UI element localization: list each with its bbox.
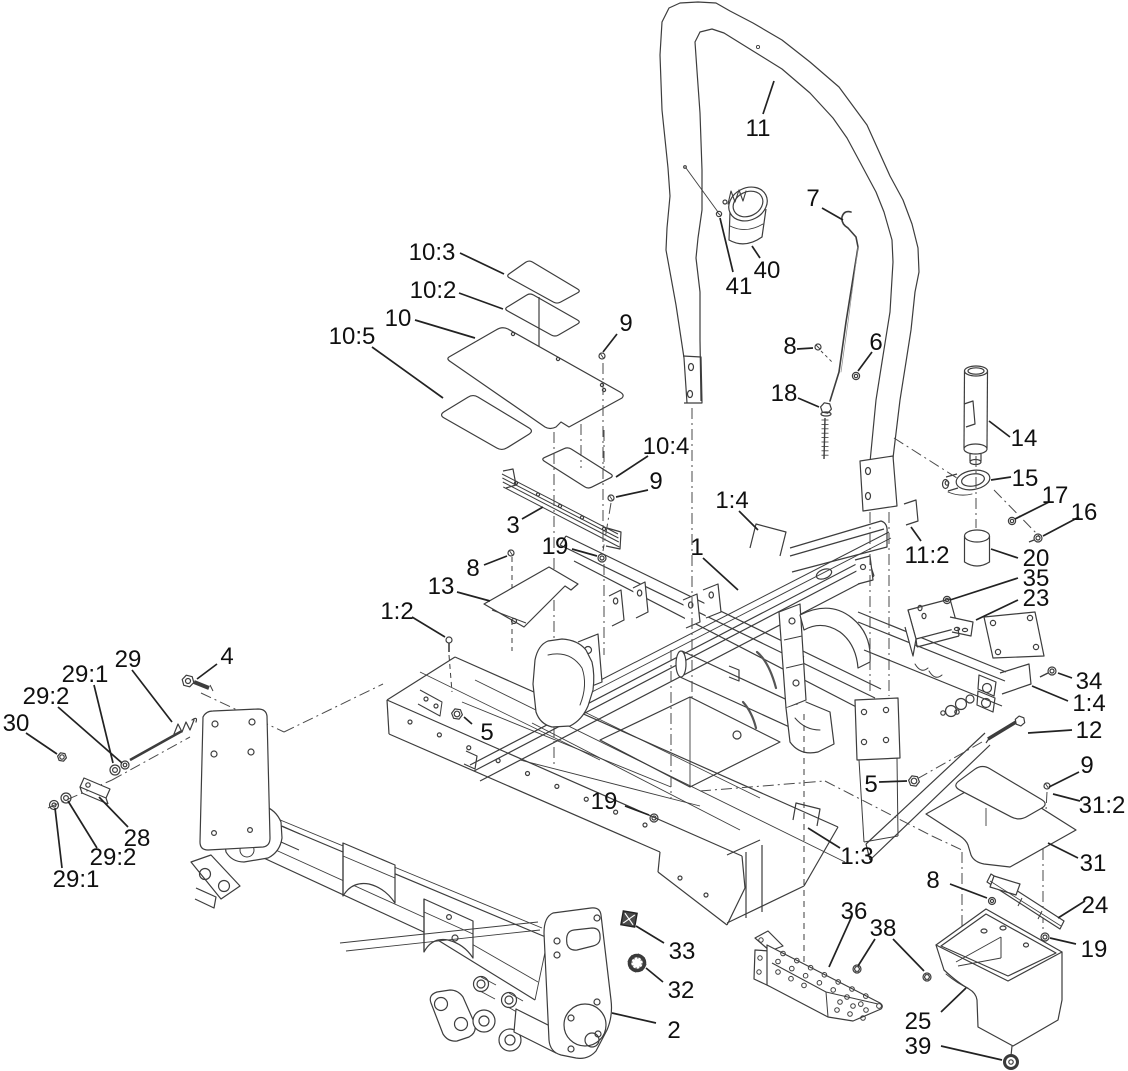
svg-text:34: 34 (1076, 668, 1103, 695)
svg-text:8: 8 (466, 555, 479, 582)
svg-text:11:2: 11:2 (905, 542, 950, 569)
svg-text:20: 20 (1023, 545, 1050, 572)
svg-text:24: 24 (1082, 892, 1109, 919)
svg-text:1:4: 1:4 (715, 487, 748, 514)
svg-text:1:2: 1:2 (380, 598, 413, 625)
svg-text:8: 8 (783, 333, 796, 360)
svg-text:19: 19 (542, 533, 569, 560)
svg-text:29:2: 29:2 (23, 683, 70, 710)
svg-text:15: 15 (1012, 465, 1039, 492)
svg-text:9: 9 (619, 310, 632, 337)
svg-text:35: 35 (1023, 565, 1050, 592)
svg-text:29:1: 29:1 (53, 866, 100, 893)
svg-text:11: 11 (746, 115, 771, 142)
svg-text:30: 30 (3, 710, 30, 737)
svg-text:31: 31 (1080, 850, 1107, 877)
svg-text:10:2: 10:2 (410, 277, 457, 304)
svg-text:23: 23 (1023, 585, 1050, 612)
svg-text:32: 32 (668, 977, 695, 1004)
svg-text:18: 18 (771, 380, 798, 407)
svg-text:9: 9 (649, 468, 662, 495)
svg-text:1:3: 1:3 (840, 843, 873, 870)
svg-text:28: 28 (124, 825, 151, 852)
svg-text:14: 14 (1011, 425, 1038, 452)
svg-text:29: 29 (115, 646, 142, 673)
svg-text:1:4: 1:4 (1072, 690, 1105, 717)
svg-text:5: 5 (864, 771, 877, 798)
svg-text:36: 36 (841, 898, 868, 925)
svg-text:9: 9 (1080, 752, 1093, 779)
svg-text:25: 25 (905, 1008, 932, 1035)
svg-text:29:2: 29:2 (90, 844, 137, 871)
svg-text:4: 4 (220, 643, 233, 670)
svg-text:39: 39 (905, 1033, 932, 1060)
svg-text:5: 5 (480, 719, 493, 746)
svg-text:16: 16 (1071, 499, 1098, 526)
svg-text:8: 8 (926, 867, 939, 894)
svg-text:10:5: 10:5 (329, 323, 376, 350)
svg-text:2: 2 (667, 1017, 680, 1044)
svg-text:41: 41 (726, 273, 753, 300)
svg-text:19: 19 (1081, 936, 1108, 963)
svg-text:33: 33 (669, 938, 696, 965)
svg-text:31:2: 31:2 (1079, 792, 1126, 819)
svg-text:13: 13 (428, 573, 455, 600)
svg-text:1: 1 (690, 534, 703, 561)
svg-text:3: 3 (506, 512, 519, 539)
svg-text:10:4: 10:4 (643, 433, 690, 460)
svg-text:17: 17 (1042, 482, 1069, 509)
svg-text:12: 12 (1076, 717, 1103, 744)
svg-text:40: 40 (754, 257, 781, 284)
svg-text:38: 38 (870, 915, 897, 942)
svg-text:29:1: 29:1 (62, 661, 109, 688)
svg-text:10:3: 10:3 (409, 239, 456, 266)
svg-text:7: 7 (806, 185, 819, 212)
svg-text:19: 19 (591, 788, 618, 815)
svg-text:6: 6 (869, 329, 882, 356)
svg-text:10: 10 (385, 305, 412, 332)
